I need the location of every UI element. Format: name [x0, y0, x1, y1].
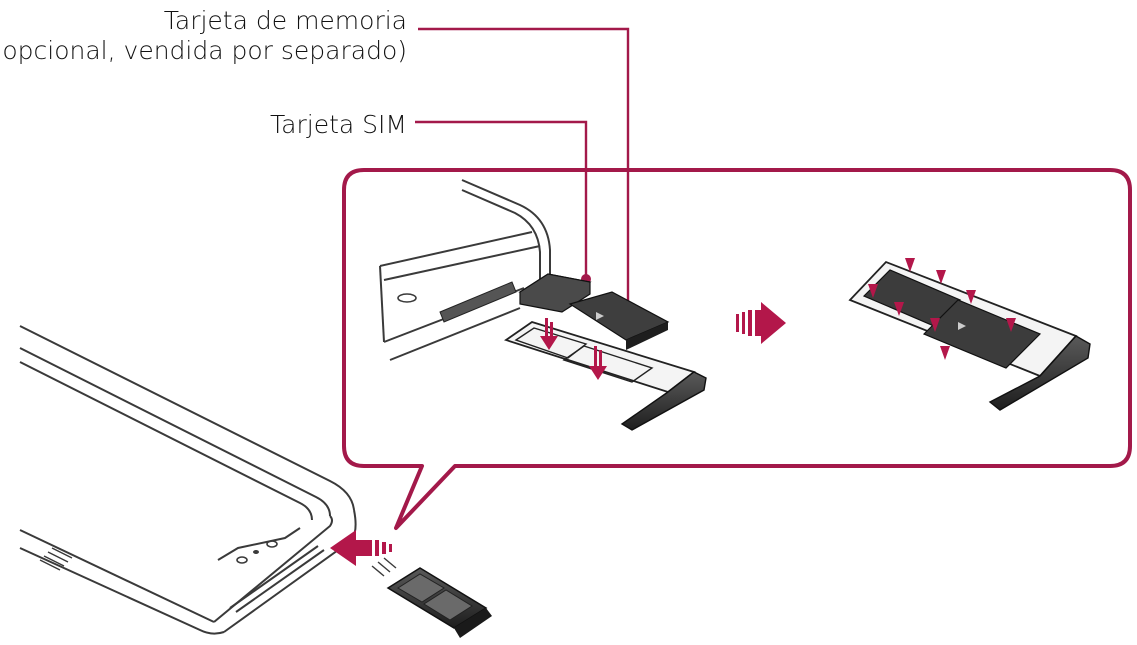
insert-arrow-trail: [371, 557, 397, 577]
phone-corner-slot: [397, 293, 417, 303]
memory-card-leader: [418, 27, 630, 318]
result-arrow-icon: [736, 302, 786, 344]
phone-bottom-edge: [19, 547, 225, 635]
memory-card-marker: [596, 312, 604, 320]
inserted-arrows: [868, 258, 1016, 360]
phone-top-edge: [19, 325, 355, 511]
phone-corner-zoom: [379, 179, 551, 361]
memory-card-side: [626, 322, 668, 350]
phone-slot-line: [229, 545, 319, 609]
sim-tray-zoom-left: [503, 321, 707, 431]
phone-grille: [39, 547, 73, 571]
phone-notch: [217, 527, 301, 561]
insert-arrow-icon: [330, 530, 392, 566]
push-arrow-icon-2: [589, 346, 607, 380]
phone-illustration: [19, 325, 357, 635]
sim-tray-zoom-right: [848, 260, 1091, 411]
zoom-callout-frame: [342, 168, 1132, 530]
phone-screen-inner: [19, 361, 313, 521]
memory-card-label: Tarjeta de memoria (opcional, vendida po…: [0, 6, 407, 66]
phone-frame-bottom: [223, 509, 357, 633]
phone-screen-edge: [19, 347, 331, 517]
memory-card-label-line1: Tarjeta de memoria: [163, 6, 407, 35]
phone-corner-port: [439, 281, 517, 323]
phone-side-edge: [19, 529, 215, 623]
sim-card-top: [519, 273, 591, 313]
phone-slot-line-2: [235, 549, 325, 613]
sim-card-label: Tarjeta SIM: [270, 110, 407, 139]
sim-tray-small: [386, 567, 492, 638]
phone-mic-hole: [253, 550, 259, 554]
sim-card-leader: [415, 120, 588, 279]
push-arrow-icon: [540, 318, 558, 350]
phone-speaker-hole: [236, 556, 248, 564]
phone-frame-inner: [213, 515, 333, 623]
memory-card-label-line2: (opcional, vendida por separado): [0, 36, 407, 65]
phone-sensor-hole: [266, 540, 278, 548]
